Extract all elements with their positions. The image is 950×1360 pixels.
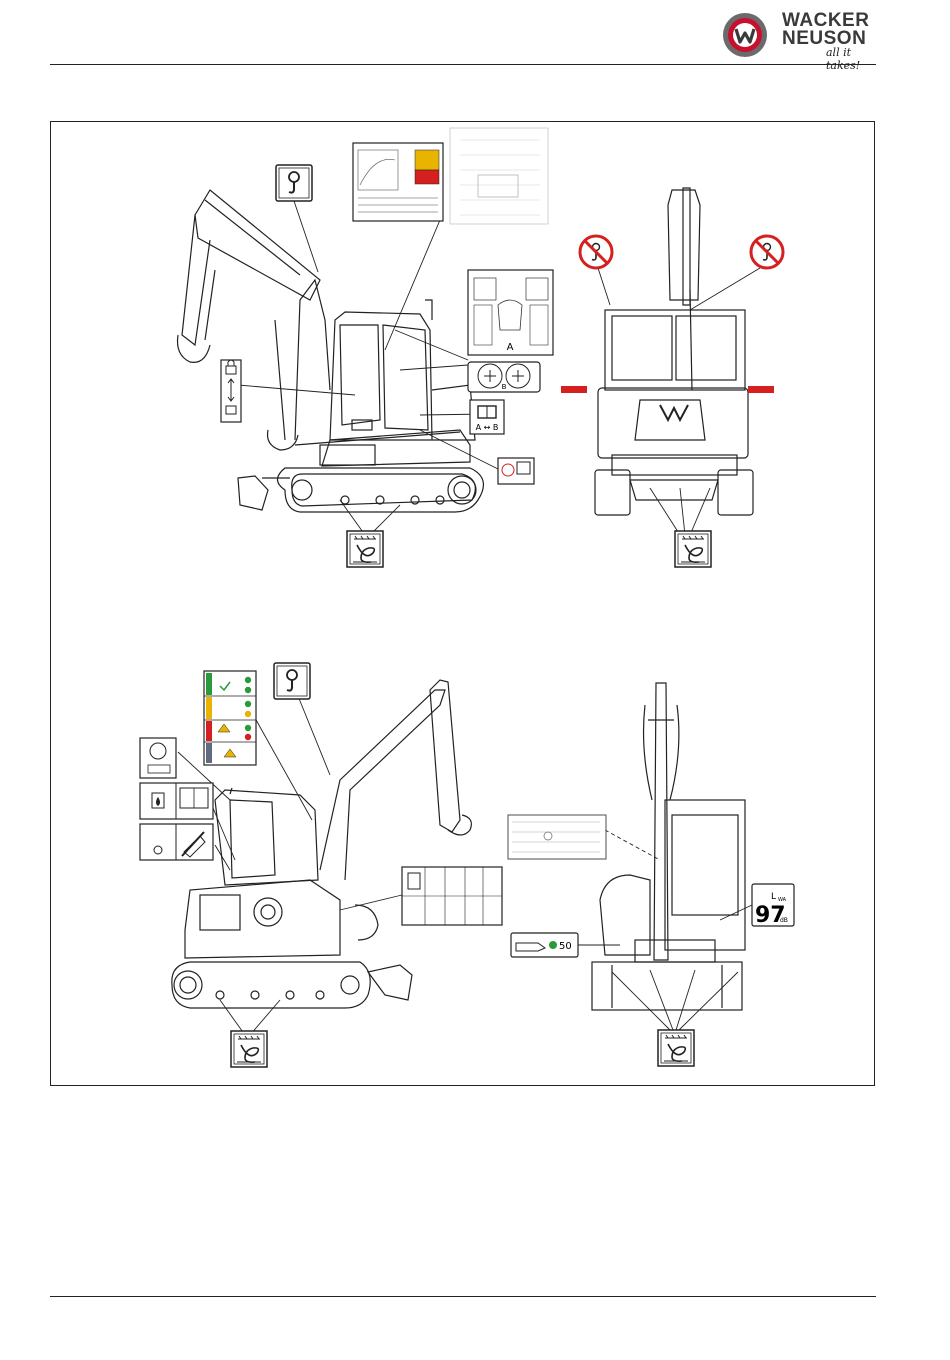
no-lifting-hook-icon-right bbox=[751, 236, 783, 268]
capacity-chart-decal bbox=[353, 143, 443, 221]
grease-point-icon bbox=[140, 824, 213, 860]
tie-down-point-icon bbox=[347, 531, 383, 567]
mode-shift-label: A ↔ B bbox=[476, 423, 499, 432]
tie-down-point-icon-front bbox=[658, 1030, 694, 1066]
control-status-decal bbox=[204, 671, 256, 765]
tie-down-point-icon-rear bbox=[675, 531, 711, 567]
control-diagram-decal-a: A bbox=[468, 270, 553, 355]
excavator-rear-view bbox=[595, 188, 753, 515]
sound-power-value: 97 bbox=[755, 903, 786, 928]
operating-pattern-decal bbox=[450, 128, 548, 224]
rear-marker-left bbox=[561, 386, 587, 393]
no-lifting-hook-icon bbox=[580, 236, 612, 268]
engine-check-icon bbox=[498, 458, 534, 484]
leader-lines-top-right bbox=[598, 268, 760, 535]
rear-marker-right bbox=[748, 386, 774, 393]
mode-switch-decal: A ↔ B bbox=[470, 400, 504, 434]
lifting-hook-icon-lower bbox=[274, 663, 310, 699]
fuel-gauge-value: 50 bbox=[559, 941, 572, 952]
lifting-hook-icon bbox=[276, 165, 312, 201]
sound-power-unit: dB bbox=[780, 917, 788, 924]
tie-down-point-icon-lower bbox=[231, 1031, 267, 1067]
panel-letter-b: B bbox=[502, 383, 507, 391]
read-manual-icon bbox=[140, 783, 213, 819]
excavator-front-view bbox=[592, 683, 745, 1010]
excavator-side-view-left bbox=[178, 190, 484, 512]
lock-unlock-icon bbox=[221, 360, 241, 422]
cab-instruction-decal bbox=[508, 815, 606, 859]
leader-lines-top-left bbox=[238, 201, 500, 535]
sound-power-symbol: L bbox=[771, 892, 776, 902]
sound-power-decal: L WA 97 dB bbox=[752, 884, 794, 928]
hydraulic-oil-icon bbox=[140, 738, 176, 778]
panel-letter-a: A bbox=[507, 342, 514, 353]
joystick-pattern-decal-b: B bbox=[468, 362, 540, 392]
footer-rule bbox=[50, 1296, 876, 1297]
fuel-gauge-decal: 50 bbox=[511, 933, 578, 957]
service-interval-decal bbox=[402, 867, 502, 925]
